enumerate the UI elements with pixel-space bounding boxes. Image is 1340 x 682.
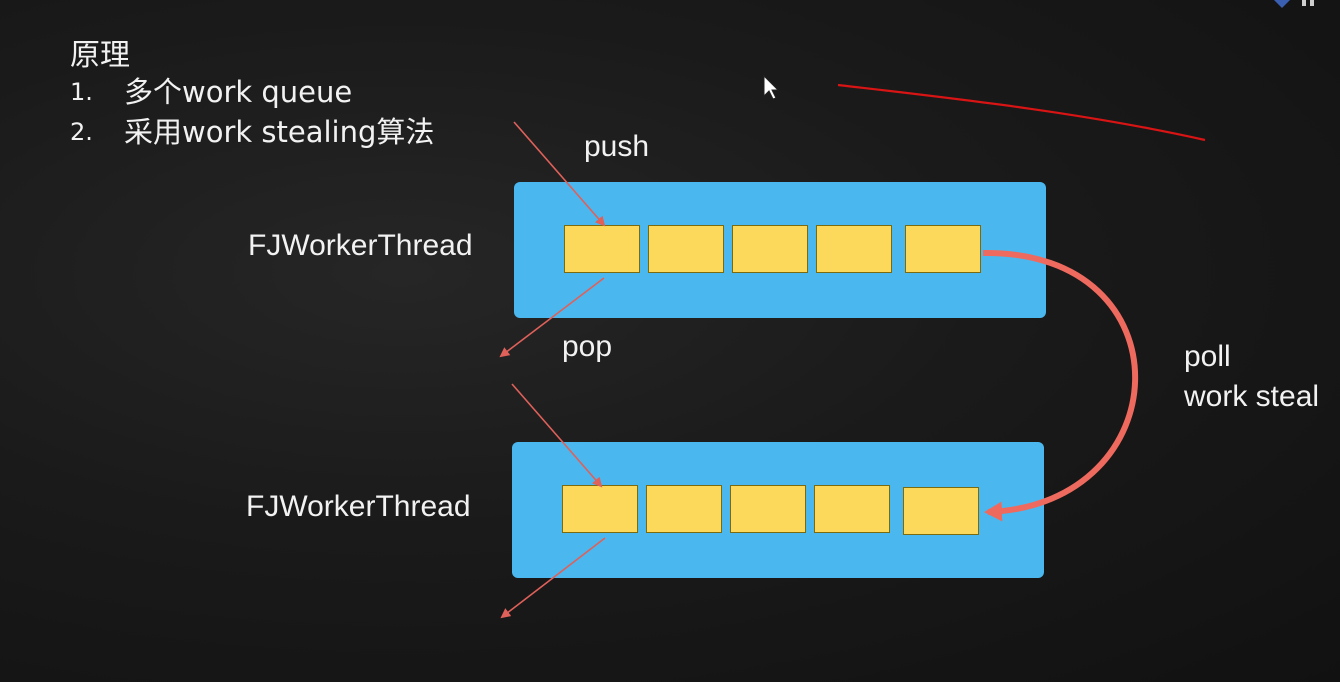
thread-label-bottom: FJWorkerThread [246, 490, 471, 523]
list-number: 2. [70, 118, 93, 146]
queue-slot [564, 225, 640, 273]
thread-label-top: FJWorkerThread [248, 229, 473, 262]
push-arrow-bottom [511, 383, 603, 488]
queue-slot [732, 225, 808, 273]
pen-annotation-line [837, 83, 1206, 142]
pop-arrow-bottom [500, 537, 606, 619]
queue-slot [903, 487, 979, 535]
queue-slot [905, 225, 981, 273]
worker-queue-bottom [512, 442, 1044, 578]
pop-arrow [499, 277, 605, 358]
channel-logo-icon [1274, 0, 1314, 8]
queue-slot [730, 485, 806, 533]
worker-queue-top [514, 182, 1046, 318]
list-text: 多个work queue [124, 75, 353, 109]
work-steal-label: work steal [1184, 380, 1320, 413]
list-number: 1. [70, 78, 93, 106]
queue-slot [648, 225, 724, 273]
list-text: 采用work stealing算法 [124, 115, 435, 149]
slide-title: 原理 [70, 38, 130, 73]
queue-slot [646, 485, 722, 533]
push-label: push [584, 130, 650, 163]
queue-slot [814, 485, 890, 533]
queue-slot [816, 225, 892, 273]
mouse-cursor-icon [763, 74, 780, 100]
pop-label: pop [562, 330, 613, 363]
push-arrow [513, 121, 606, 227]
poll-label: poll [1184, 340, 1231, 373]
work-steal-arrow [982, 249, 1139, 522]
